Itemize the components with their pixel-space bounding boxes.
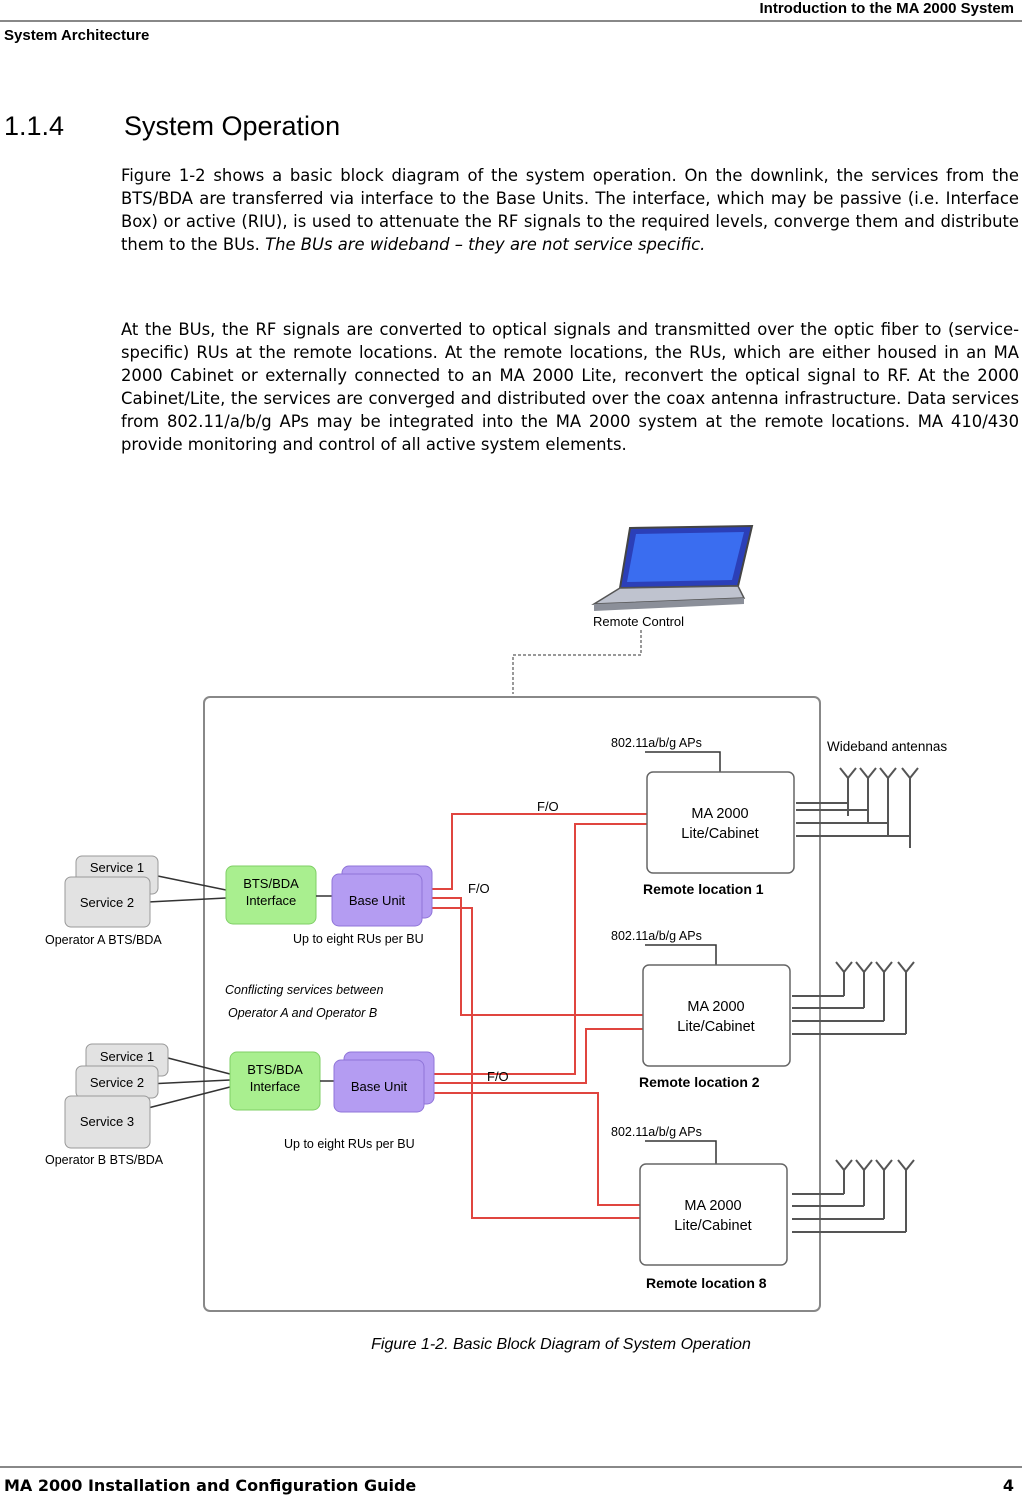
svg-text:Service 1: Service 1 bbox=[100, 1049, 154, 1064]
wideband-antennas-label: Wideband antennas bbox=[827, 739, 947, 754]
svg-text:Interface: Interface bbox=[250, 1079, 301, 1094]
svg-text:Service 3: Service 3 bbox=[80, 1114, 134, 1129]
antenna-group-1 bbox=[796, 767, 919, 848]
bts-interface-b: BTS/BDA Interface bbox=[229, 1051, 321, 1111]
figure-caption: Figure 1-2. Basic Block Diagram of Syste… bbox=[371, 1336, 751, 1353]
fo-label-2: F/O bbox=[468, 881, 490, 896]
remote-control-link bbox=[512, 630, 642, 694]
ma2000-unit-8: MA 2000 Lite/Cabinet bbox=[639, 1163, 788, 1266]
header-document-title: Introduction to the MA 2000 System bbox=[759, 0, 1014, 17]
svg-text:Base Unit: Base Unit bbox=[351, 1079, 408, 1094]
up-to-eight-label-b: Up to eight RUs per BU bbox=[284, 1137, 415, 1151]
paragraph-1-italic: The BUs are wideband – they are not serv… bbox=[265, 235, 706, 254]
antenna-group-3 bbox=[792, 1159, 915, 1233]
svg-text:Service 1: Service 1 bbox=[90, 860, 144, 875]
operator-a-service-2: Service 2 bbox=[64, 876, 151, 928]
laptop-icon bbox=[591, 524, 754, 611]
svg-text:Lite/Cabinet: Lite/Cabinet bbox=[681, 826, 758, 842]
svg-text:MA 2000: MA 2000 bbox=[684, 1198, 741, 1214]
remote-location-1-label: Remote location 1 bbox=[643, 881, 764, 897]
footer-rule bbox=[0, 1466, 1022, 1468]
base-unit-b: Base Unit bbox=[333, 1051, 435, 1113]
operator-a-label: Operator A BTS/BDA bbox=[45, 933, 162, 947]
fo-label-3: F/O bbox=[487, 1069, 509, 1084]
operator-b-label: Operator B BTS/BDA bbox=[45, 1153, 164, 1167]
svg-text:MA 2000: MA 2000 bbox=[687, 999, 744, 1015]
svg-text:Lite/Cabinet: Lite/Cabinet bbox=[677, 1019, 754, 1035]
paragraph-2: At the BUs, the RF signals are converted… bbox=[121, 320, 1019, 454]
ma2000-unit-2: MA 2000 Lite/Cabinet bbox=[642, 964, 791, 1067]
svg-text:Service 2: Service 2 bbox=[80, 895, 134, 910]
ap-label-3: 802.11a/b/g APs bbox=[611, 1125, 702, 1139]
remote-control-label: Remote Control bbox=[593, 614, 684, 629]
conflict-note-line2: Operator A and Operator B bbox=[228, 1006, 377, 1020]
paragraph-1: Figure 1-2 shows a basic block diagram o… bbox=[121, 164, 1019, 256]
footer-page-number: 4 bbox=[1002, 1476, 1014, 1495]
svg-text:Lite/Cabinet: Lite/Cabinet bbox=[674, 1218, 751, 1234]
header-rule bbox=[0, 20, 1022, 22]
bts-interface-a: BTS/BDA Interface bbox=[225, 865, 317, 925]
system-enclosure bbox=[203, 696, 821, 1312]
svg-text:MA 2000: MA 2000 bbox=[691, 806, 748, 822]
up-to-eight-label-a: Up to eight RUs per BU bbox=[293, 932, 424, 946]
operator-b-service-3: Service 3 bbox=[64, 1095, 151, 1149]
section-number: 1.1.4 bbox=[4, 111, 65, 141]
block-diagram: Remote Control Wideband antennas 802.11a… bbox=[45, 524, 947, 1312]
ma2000-unit-1: MA 2000 Lite/Cabinet bbox=[646, 771, 795, 874]
ap-label-1: 802.11a/b/g APs bbox=[611, 736, 702, 750]
svg-text:Service 2: Service 2 bbox=[90, 1075, 144, 1090]
svg-text:Base Unit: Base Unit bbox=[349, 893, 406, 908]
section-heading: 1.1.4 System Operation bbox=[4, 111, 340, 142]
conflict-note-line1: Conflicting services between bbox=[225, 983, 383, 997]
svg-text:BTS/BDA: BTS/BDA bbox=[247, 1062, 303, 1077]
remote-location-8-label: Remote location 8 bbox=[646, 1275, 767, 1291]
section-title: System Operation bbox=[124, 111, 341, 141]
remote-location-2-label: Remote location 2 bbox=[639, 1074, 760, 1090]
base-unit-a: Base Unit bbox=[331, 865, 433, 927]
operator-b-service-2: Service 2 bbox=[75, 1065, 159, 1099]
antenna-group-2 bbox=[792, 961, 915, 1035]
svg-text:BTS/BDA: BTS/BDA bbox=[243, 876, 299, 891]
header-section-name: System Architecture bbox=[4, 27, 150, 44]
svg-text:Interface: Interface bbox=[246, 893, 297, 908]
footer-guide-title: MA 2000 Installation and Configuration G… bbox=[4, 1476, 417, 1495]
fiber-links bbox=[432, 813, 647, 1219]
ap-label-2: 802.11a/b/g APs bbox=[611, 929, 702, 943]
fo-label-1: F/O bbox=[537, 799, 559, 814]
paragraph-1-text: Figure 1-2 shows a basic block diagram o… bbox=[121, 166, 1019, 254]
